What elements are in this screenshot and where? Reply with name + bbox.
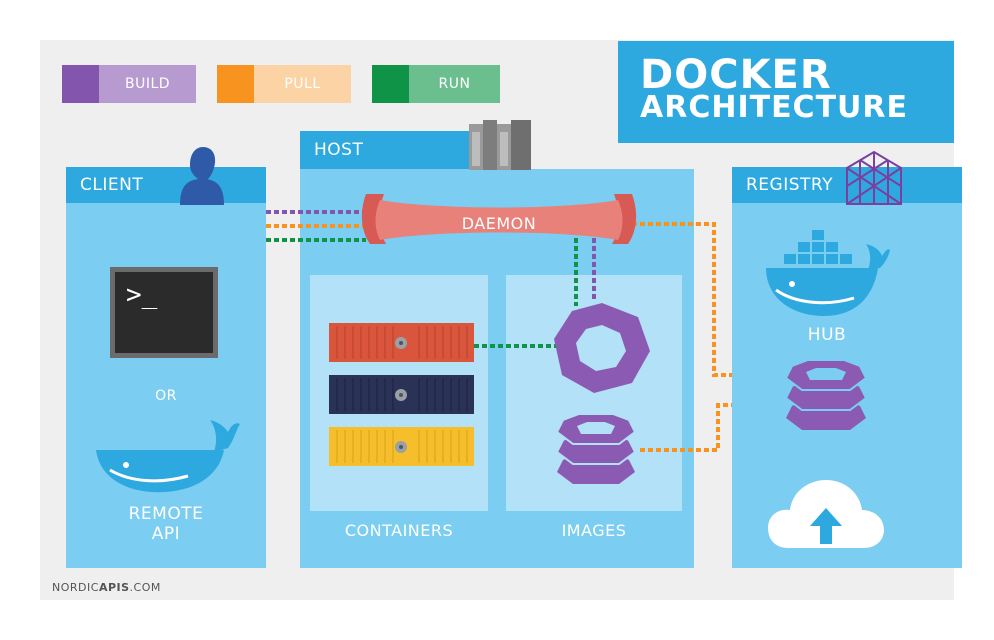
footer-brand-bold: APIS bbox=[98, 581, 130, 594]
containers-label: CONTAINERS bbox=[344, 521, 454, 540]
host-header: HOST bbox=[300, 131, 475, 169]
remote-label-line-1: REMOTE bbox=[128, 504, 204, 524]
terminal-icon bbox=[110, 267, 218, 358]
title-line-1: DOCKER bbox=[640, 52, 832, 98]
footer-brand: NORDICAPIS.COM bbox=[52, 581, 161, 594]
footer-brand-light: NORDIC bbox=[52, 581, 99, 594]
server-icon bbox=[469, 120, 531, 170]
daemon-banner bbox=[361, 194, 637, 244]
daemon-label: DAEMON bbox=[461, 214, 537, 233]
legend-pull-label: PULL bbox=[254, 65, 351, 103]
client-header: CLIENT bbox=[66, 167, 266, 203]
docker-whale-icon bbox=[766, 230, 890, 316]
image-stack-icon bbox=[555, 414, 637, 484]
title-block: DOCKER ARCHITECTURE bbox=[618, 41, 954, 143]
remote-api-label: REMOTE API bbox=[66, 504, 266, 544]
legend-pull-swatch bbox=[217, 65, 254, 103]
registry-image-stack-icon bbox=[784, 360, 868, 430]
registry-header-label: REGISTRY bbox=[746, 175, 834, 195]
legend-run-label: RUN bbox=[409, 65, 500, 103]
or-label: OR bbox=[155, 388, 177, 404]
user-icon bbox=[180, 147, 224, 205]
client-header-label: CLIENT bbox=[80, 175, 144, 195]
client-panel bbox=[66, 203, 266, 568]
containers-stack bbox=[329, 323, 474, 466]
cloud-upload-icon bbox=[768, 480, 884, 548]
images-label: IMAGES bbox=[561, 521, 627, 540]
gear-icon bbox=[395, 337, 407, 453]
host-header-label: HOST bbox=[314, 140, 364, 160]
title-line-2: ARCHITECTURE bbox=[640, 90, 908, 125]
legend-pull: PULL bbox=[217, 65, 351, 103]
whale-icon bbox=[96, 420, 240, 493]
remote-label-line-2: API bbox=[151, 524, 181, 544]
image-ring-icon bbox=[554, 303, 650, 393]
hub-label: HUB bbox=[807, 325, 847, 345]
legend-build-label: BUILD bbox=[99, 65, 196, 103]
legend-build-swatch bbox=[62, 65, 99, 103]
registry-building-icon bbox=[846, 150, 902, 205]
legend-run: RUN bbox=[372, 65, 500, 103]
legend-build: BUILD bbox=[62, 65, 196, 103]
terminal-prompt: >_ bbox=[126, 280, 158, 310]
legend-run-swatch bbox=[372, 65, 409, 103]
footer-brand-suffix: .COM bbox=[129, 581, 161, 594]
